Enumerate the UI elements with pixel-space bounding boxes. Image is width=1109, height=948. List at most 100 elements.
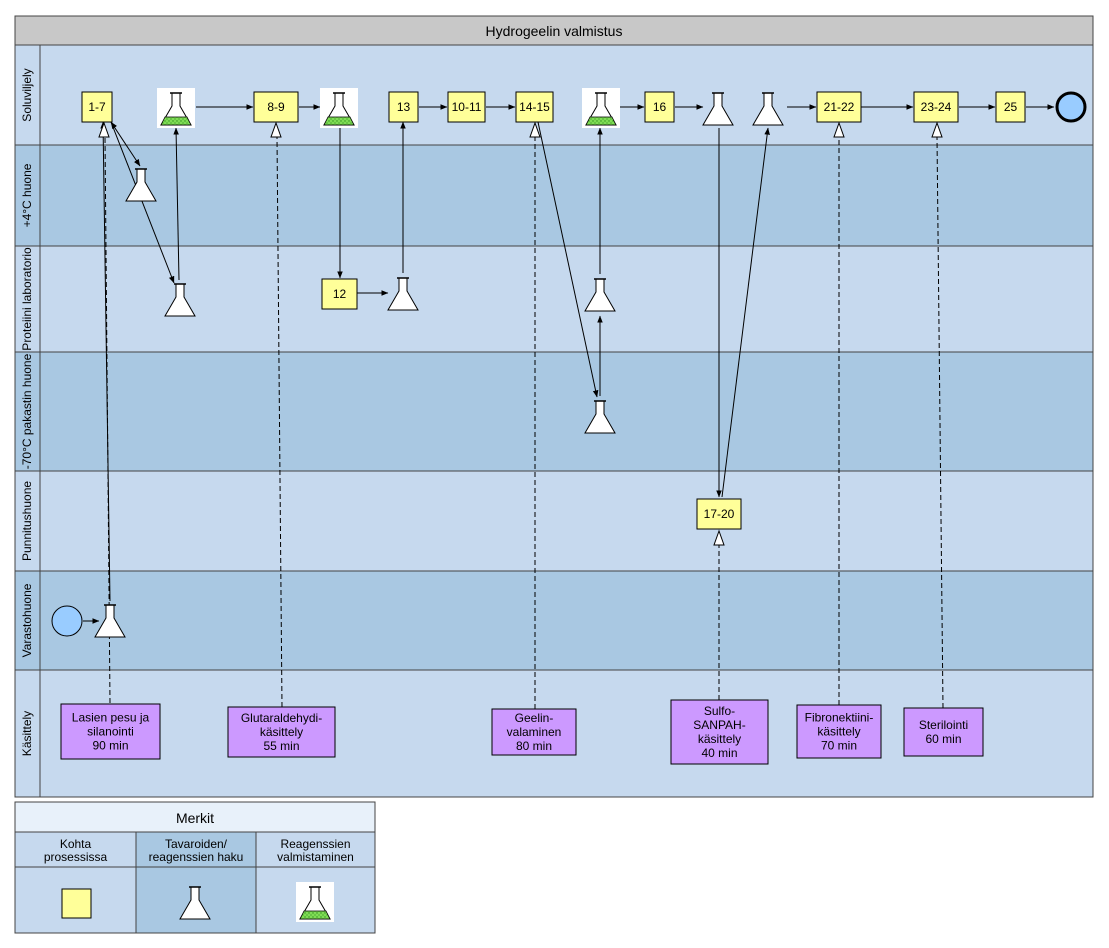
legend: MerkitKohtaprosessissaTavaroiden/reagens… [14, 801, 376, 934]
legend-step-icon [61, 888, 92, 919]
erlenmeyer-flask-icon [752, 92, 784, 126]
lane-header [14, 570, 41, 671]
pool: Hydrogeelin valmistus [14, 15, 1094, 46]
association-line [104, 136, 111, 704]
start-event-icon [51, 605, 83, 637]
legend-label: prosessissa [44, 850, 108, 864]
lane-label: Soluviljely [20, 68, 34, 121]
association-line [276, 136, 283, 708]
step-label: 8-9 [267, 100, 285, 114]
treatment-line: 90 min [92, 739, 128, 753]
reagent-flask-icon [582, 88, 620, 128]
flask-liquid [299, 910, 331, 920]
treatment-line: Sterilointi [919, 718, 968, 732]
flow-arrow [110, 121, 175, 284]
treatment-line: 40 min [701, 746, 737, 760]
legend-label: Tavaroiden/ [165, 837, 228, 851]
step-box[interactable]: 17-20 [696, 498, 742, 530]
step-label: 23-24 [921, 100, 952, 114]
connectors [83, 104, 1055, 709]
step-box[interactable]: 1-7 [81, 91, 113, 123]
step-box-shape [644, 91, 675, 123]
erlenmeyer-flask-icon [94, 604, 126, 638]
association-head [713, 529, 725, 546]
lane-pakastin: -70°C pakastin huone [14, 351, 1094, 472]
step-box-shape [447, 91, 486, 123]
step-box[interactable]: 23-24 [913, 91, 959, 123]
step-box[interactable]: 14-15 [515, 91, 554, 123]
step-box-shape [253, 91, 299, 123]
step-box[interactable]: 25 [995, 91, 1026, 123]
association-head [270, 121, 282, 138]
step-box[interactable]: 13 [388, 91, 419, 123]
treatment-line: silanointi [87, 725, 134, 739]
treatment-line: SANPAH- [693, 718, 745, 732]
legend-label: reagenssien haku [149, 850, 244, 864]
erlenmeyer-flask-icon [387, 277, 419, 311]
step-box-shape [696, 498, 742, 530]
reagent-flask-icon [296, 882, 334, 922]
step-box[interactable]: 21-22 [816, 91, 862, 123]
treatment-line: Lasien pesu ja [72, 711, 150, 725]
step-label: 13 [397, 100, 411, 114]
treatment-line: valaminen [507, 725, 562, 739]
step-box-shape [816, 91, 862, 123]
association-head [98, 121, 110, 138]
erlenmeyer-flask-icon [125, 168, 157, 202]
step-box[interactable]: 12 [321, 278, 358, 310]
pool-title: Hydrogeelin valmistus [486, 23, 623, 39]
erlenmeyer-flask-icon [702, 92, 734, 126]
flow-arrow [721, 127, 770, 498]
lane-body [14, 470, 1094, 572]
erlenmeyer-flask-icon [179, 886, 211, 920]
step-label: 21-22 [824, 100, 855, 114]
lane-proteiini: Proteiini laboratorio [14, 245, 1094, 353]
lane-label: Proteiini laboratorio [20, 247, 34, 351]
flow-arrow [100, 121, 111, 602]
lane-header [14, 470, 41, 572]
end-event-shape [1055, 91, 1087, 123]
legend-label: Reagenssien [280, 837, 350, 851]
flow-arrow [173, 127, 180, 281]
treatment-line: 55 min [263, 739, 299, 753]
step-box[interactable]: 10-11 [447, 91, 486, 123]
step-label: 14-15 [519, 100, 550, 114]
lane-punnitus: Punnitushuone [14, 470, 1094, 572]
legend-label: Kohta [60, 837, 92, 851]
lane-body [14, 351, 1094, 472]
flask-liquid [323, 116, 355, 126]
step-label: 25 [1004, 100, 1018, 114]
step-box-shape [81, 91, 113, 123]
treatment-line: 70 min [821, 739, 857, 753]
association-head [931, 121, 943, 138]
reagent-flask-icon [320, 88, 358, 128]
lane-label: Käsittely [20, 711, 34, 756]
reagent-flask-icon [157, 88, 195, 128]
treatment-line: käsittely [817, 725, 860, 739]
legend-label: valmistaminen [277, 850, 354, 864]
pool-header [14, 15, 1094, 46]
treatment-line: Geelin- [515, 711, 554, 725]
erlenmeyer-flask-icon [164, 283, 196, 317]
association-line [936, 136, 944, 709]
flask-liquid [160, 116, 192, 126]
nodes: 1-7 8-9 13 10-11 14-15 16 21-22 23-24 25 12 17-20 [51, 88, 1087, 638]
step-box[interactable]: 16 [644, 91, 675, 123]
step-box[interactable]: 8-9 [253, 91, 299, 123]
flask-liquid [585, 116, 617, 126]
treatment-box-shape [227, 706, 336, 758]
lane-label: +4°C huone [20, 163, 34, 227]
lane-header [14, 351, 41, 472]
step-label: 12 [333, 287, 347, 301]
association-head [833, 121, 845, 138]
lane-body [14, 245, 1094, 353]
erlenmeyer-flask-icon [584, 278, 616, 312]
lane-label: -70°C pakastin huone [20, 353, 34, 469]
